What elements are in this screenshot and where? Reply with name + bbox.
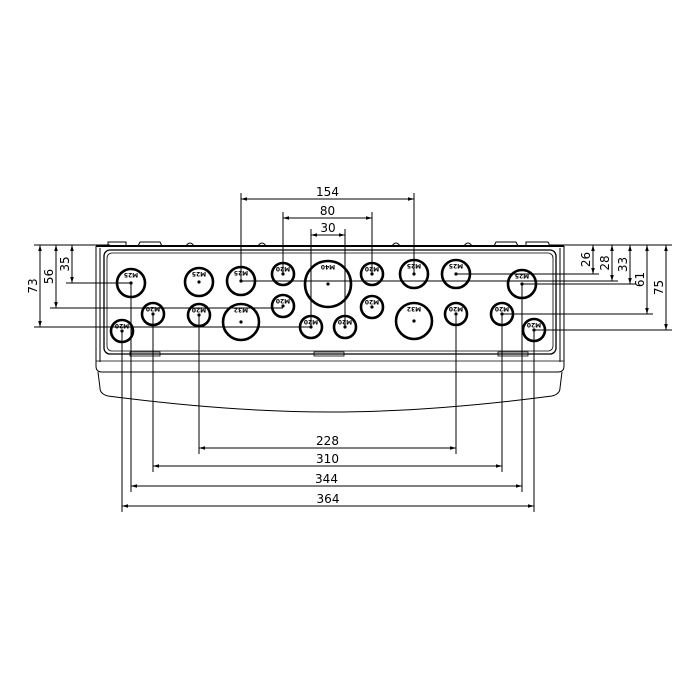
dimension-344: 344	[131, 472, 522, 488]
hole-m25: M25	[440, 258, 472, 290]
hole-m40: M40	[303, 259, 353, 309]
svg-text:344: 344	[315, 472, 338, 486]
dimension-80: 80	[283, 204, 372, 220]
dimension-61: 61	[633, 245, 649, 314]
hole-size-label: M25	[407, 262, 421, 269]
hole-m20: M20	[140, 301, 166, 327]
svg-text:33: 33	[616, 257, 630, 272]
svg-text:56: 56	[42, 269, 56, 284]
hole-size-label: M20	[449, 305, 463, 312]
dimension-33: 33	[616, 245, 632, 284]
dimension-30: 30	[311, 221, 345, 237]
hole-size-label: M20	[304, 318, 318, 325]
svg-text:61: 61	[633, 272, 647, 287]
hole-m32: M32	[221, 302, 261, 342]
hole-m20: M20	[359, 294, 385, 320]
hole-size-label: M20	[338, 318, 352, 325]
hole-size-label: M20	[115, 322, 129, 329]
dimension-364: 364	[122, 492, 534, 508]
dimension-26: 26	[579, 245, 595, 274]
svg-text:154: 154	[316, 185, 339, 199]
hole-m20: M20	[186, 302, 212, 328]
hole-size-label: M25	[124, 271, 138, 278]
svg-text:73: 73	[26, 278, 40, 293]
hole-size-label: M20	[276, 265, 290, 272]
hole-size-label: M20	[495, 305, 509, 312]
svg-text:80: 80	[320, 204, 335, 218]
hole-size-label: M20	[276, 297, 290, 304]
hole-m20: M20	[270, 261, 296, 287]
extension-lines	[34, 193, 672, 512]
hole-m20: M20	[489, 301, 515, 327]
svg-text:228: 228	[316, 434, 339, 448]
hole-size-label: M20	[365, 298, 379, 305]
svg-text:30: 30	[320, 221, 335, 235]
hole-m25: M25	[506, 268, 538, 300]
dimension-154: 154	[241, 185, 414, 201]
hole-m25: M25	[115, 267, 147, 299]
dimension-228: 228	[199, 434, 456, 450]
svg-text:35: 35	[58, 256, 72, 271]
hole-size-label: M25	[449, 262, 463, 269]
hole-size-label: M20	[192, 306, 206, 313]
hole-m20: M20	[521, 317, 547, 343]
svg-text:310: 310	[316, 452, 339, 466]
svg-text:75: 75	[652, 280, 666, 295]
hole-size-label: M25	[515, 272, 529, 279]
svg-text:28: 28	[598, 255, 612, 270]
hole-m20: M20	[109, 318, 135, 344]
hole-size-label: M20	[527, 321, 541, 328]
hole-size-label: M20	[146, 305, 160, 312]
svg-text:26: 26	[579, 252, 593, 267]
dimension-75: 75	[652, 245, 668, 330]
hole-m20: M20	[359, 261, 385, 287]
hole-m20: M20	[298, 314, 324, 340]
hole-m25: M25	[183, 266, 215, 298]
svg-text:364: 364	[317, 492, 340, 506]
hole-m20: M20	[443, 301, 469, 327]
hole-m32: M32	[394, 301, 434, 341]
hole-size-label: M32	[234, 306, 248, 313]
hole-size-label: M25	[192, 270, 206, 277]
hole-m25: M25	[225, 265, 257, 297]
hole-size-label: M20	[365, 265, 379, 272]
hole-m20: M20	[332, 314, 358, 340]
enclosure-outline	[95, 241, 565, 413]
dimension-310: 310	[153, 452, 502, 468]
dimension-73: 73	[26, 245, 42, 327]
dimension-35: 35	[58, 245, 74, 283]
hole-size-label: M32	[407, 305, 421, 312]
dimension-56: 56	[42, 245, 58, 308]
hole-m20: M20	[270, 293, 296, 319]
hole-size-label: M40	[321, 263, 335, 270]
hole-size-label: M25	[234, 269, 248, 276]
hole-m25: M25	[398, 258, 430, 290]
dimension-28: 28	[598, 245, 614, 281]
